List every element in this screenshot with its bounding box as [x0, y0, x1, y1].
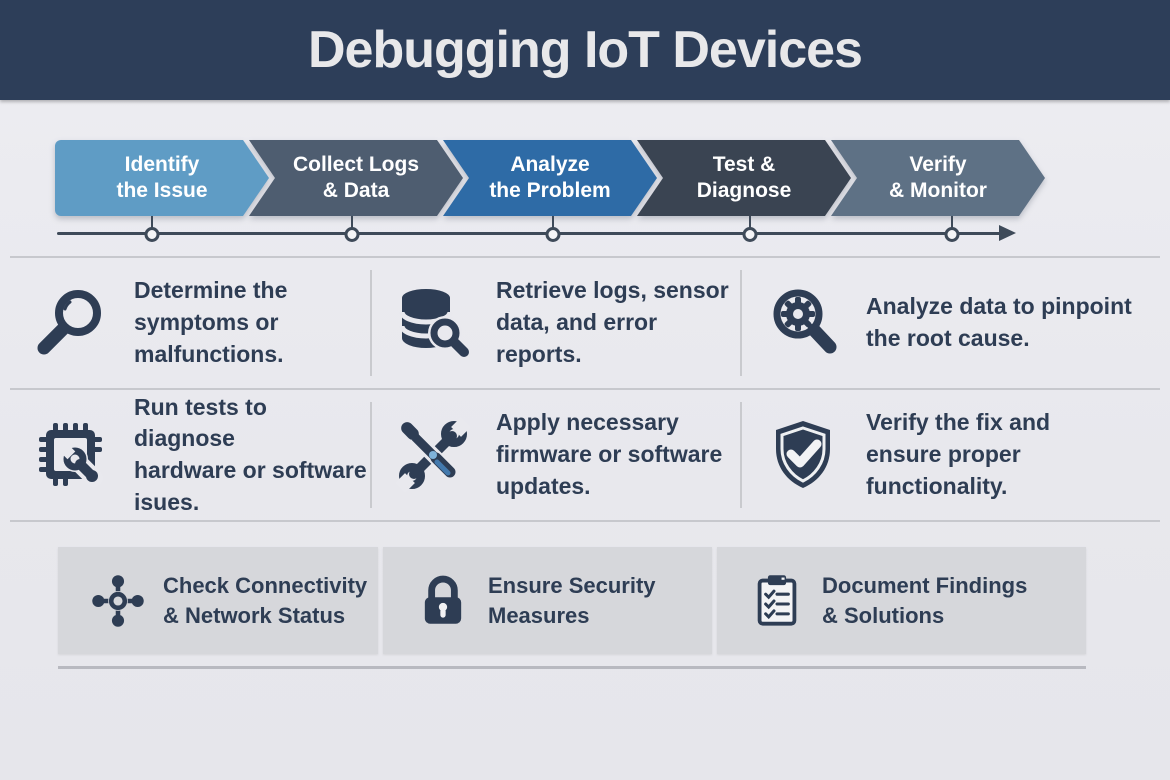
timeline-arrowhead-icon	[999, 225, 1016, 241]
magnifier-icon	[37, 290, 101, 355]
process-flow: Identify the Issue Collect Logs & Data A…	[55, 140, 1045, 256]
page-title: Debugging IoT Devices	[308, 21, 863, 79]
flow-step-label: Diagnose	[696, 179, 792, 202]
detail-row-2: Run tests to diagnose hardware or softwa…	[10, 390, 1160, 520]
checklist-icon	[757, 574, 797, 626]
detail-text: the root cause.	[866, 325, 1030, 351]
footer-box-label: Measures	[488, 602, 590, 628]
detail-text: hardware or software isues.	[134, 457, 367, 515]
detail-text: symptoms or malfunctions.	[134, 309, 284, 367]
footer-box-label: Ensure Security	[488, 572, 656, 598]
section-divider	[10, 520, 1160, 522]
footer-box-security: Ensure Security Measures	[383, 547, 712, 654]
timeline-tick	[950, 216, 953, 233]
header-banner: Debugging IoT Devices	[0, 0, 1170, 100]
timeline-dot	[944, 227, 960, 242]
footer-box-label: & Network Status	[163, 602, 346, 628]
section-divider	[10, 256, 1160, 258]
detail-row-1: Determine the symptoms or malfunctions. …	[10, 258, 1160, 388]
flow-step-label: & Monitor	[889, 179, 987, 202]
detail-text: Determine the	[134, 277, 288, 304]
timeline-dot	[545, 227, 561, 242]
detail-text: firmware or software updates.	[496, 441, 723, 499]
footer-box-label: & Solutions	[822, 602, 945, 628]
detail-text: Apply necessary	[496, 409, 679, 436]
gear-magnifier-icon	[773, 289, 837, 354]
flow-step-collect-logs: Collect Logs & Data	[249, 140, 463, 216]
timeline-dot	[344, 227, 360, 242]
timeline-axis	[55, 216, 1045, 256]
footer-divider	[58, 666, 1086, 669]
footer-box-document: Document Findings & Solutions	[717, 547, 1086, 654]
timeline-tick	[551, 216, 554, 233]
footer-box-connectivity: Check Connectivity & Network Status	[58, 547, 378, 654]
timeline-dot	[742, 227, 758, 242]
flow-step-label: Verify	[909, 152, 967, 176]
footer-box-label: Check Connectivity	[163, 572, 368, 598]
detail-cell-collect-logs: Retrieve logs, sensor data, and error re…	[372, 258, 742, 388]
timeline-tick	[351, 216, 353, 233]
detail-cell-verify-fix: Verify the fix and ensure proper functio…	[742, 390, 1160, 520]
flow-step-verify-monitor: Verify & Monitor	[831, 140, 1045, 216]
timeline-dot	[144, 227, 160, 242]
flow-step-label: Analyze	[510, 152, 590, 176]
flow-step-label: the Issue	[116, 179, 208, 202]
flow-step-test-diagnose: Test & Diagnose	[637, 140, 851, 216]
detail-text: Verify the fix and	[866, 409, 1051, 436]
chevron-row: Identify the Issue Collect Logs & Data A…	[55, 140, 1045, 216]
tools-icon	[396, 418, 470, 492]
flow-step-identify: Identify the Issue	[55, 140, 269, 216]
detail-text: data, and error reports.	[496, 309, 658, 367]
detail-text: Retrieve logs, sensor	[496, 277, 729, 304]
database-search-icon	[399, 289, 470, 360]
flow-step-label: the Problem	[489, 179, 611, 202]
detail-cell-identify: Determine the symptoms or malfunctions.	[10, 258, 372, 388]
footer-boxes: Check Connectivity & Network Status Ensu…	[58, 547, 1170, 654]
timeline-tick	[151, 216, 154, 233]
chip-wrench-icon	[39, 423, 103, 487]
flow-step-analyze: Analyze the Problem	[443, 140, 657, 216]
flow-step-label: & Data	[322, 179, 390, 202]
detail-cell-analyze: Analyze data to pinpoint the root cause.	[742, 258, 1160, 388]
shield-check-icon	[776, 421, 830, 488]
section-divider	[10, 388, 1160, 390]
lock-icon	[424, 575, 462, 624]
footer-box-label: Document Findings	[822, 572, 1028, 598]
timeline-tick	[748, 216, 751, 233]
flow-step-label: Collect Logs	[292, 152, 419, 176]
flow-step-label: Test &	[712, 152, 776, 176]
detail-text: ensure proper functionality.	[866, 441, 1021, 499]
detail-cell-apply-updates: Apply necessary firmware or software upd…	[372, 390, 742, 520]
detail-text: Analyze data to pinpoint	[866, 293, 1132, 320]
timeline-line	[57, 232, 1001, 235]
network-icon	[92, 574, 144, 627]
flow-step-label: Identify	[124, 152, 200, 176]
detail-text: Run tests to diagnose	[134, 393, 267, 452]
detail-cell-run-tests: Run tests to diagnose hardware or softwa…	[10, 390, 372, 520]
